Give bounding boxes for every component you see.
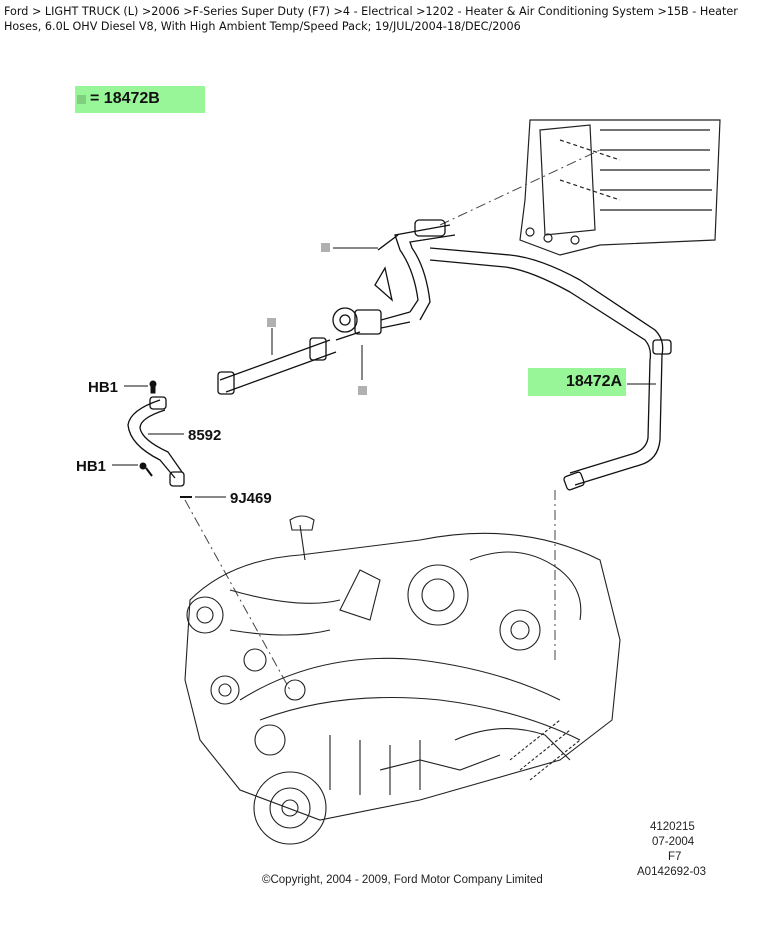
breadcrumb: Ford > LIGHT TRUCK (L) >2006 >F-Series S… <box>4 5 738 33</box>
ref-line-1: 4120215 <box>650 821 695 833</box>
label-9j469: 9J469 <box>230 490 272 507</box>
callout-18472a[interactable]: 18472A <box>528 368 626 396</box>
clamp-hb1-top <box>149 380 157 394</box>
heater-control-valve <box>332 307 411 341</box>
marker-18472b-hose[interactable] <box>267 318 276 327</box>
marker-18472b-valve[interactable] <box>358 386 367 395</box>
legend-marker-icon <box>77 95 86 104</box>
legend-label: = 18472B <box>90 90 160 107</box>
leader-lines <box>112 247 656 498</box>
tube-8592 <box>127 396 185 487</box>
hose-18472b <box>217 337 337 395</box>
label-hb1-bottom: HB1 <box>76 458 106 475</box>
copyright-text: ©Copyright, 2004 - 2009, Ford Motor Comp… <box>262 874 543 886</box>
clamp-hb1-bottom <box>139 462 153 477</box>
hose-18472a <box>429 247 672 491</box>
engine-assembly <box>184 515 621 845</box>
callout-18472a-label: 18472A <box>566 373 623 390</box>
marker-18472b-upper[interactable] <box>321 243 330 252</box>
ref-line-2: 07-2004 <box>652 836 695 848</box>
label-hb1-top: HB1 <box>88 379 118 396</box>
valve-tube-upper <box>374 219 456 321</box>
ref-line-3: F7 <box>668 851 681 863</box>
centerlines <box>184 149 601 691</box>
legend-18472b-callout[interactable]: = 18472B <box>75 86 205 113</box>
heater-core-housing <box>519 119 721 256</box>
ref-line-4: A0142692-03 <box>637 866 706 878</box>
label-8592: 8592 <box>188 427 221 444</box>
